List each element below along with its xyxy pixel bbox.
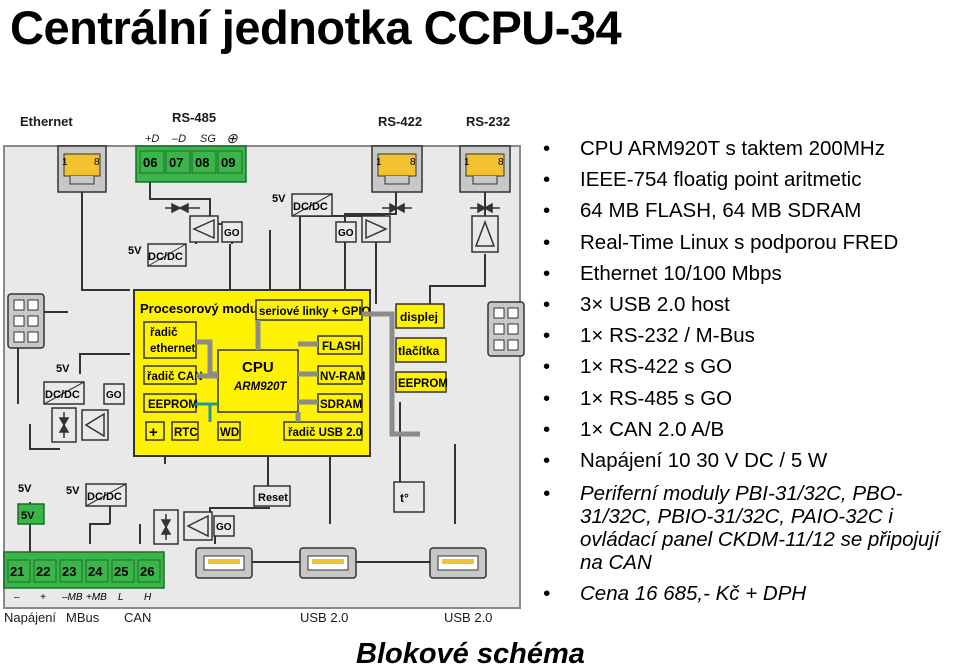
feature-item: 1× RS-485 s GO [540, 383, 960, 414]
v5-label-1: 5V [128, 245, 142, 257]
feature-item: IEEE-754 floatig point aritmetic [540, 164, 960, 195]
feature-item: 64 MB FLASH, 64 MB SDRAM [540, 195, 960, 226]
feature-item: Real-Time Linux s podporou FRED [540, 227, 960, 258]
periph-tlacitka: tlačítka [398, 344, 440, 358]
rs422-pin-8: 8 [410, 157, 416, 168]
rs422-jack-icon [371, 145, 423, 193]
feature-item: 1× RS-422 s GO [540, 351, 960, 382]
power-terminal-block [3, 551, 165, 589]
processor-module-title: Procesorový modul [140, 301, 261, 316]
module-wd: WD [220, 427, 239, 439]
module-eeprom: EEPROM [148, 399, 198, 411]
power-signal-l: L [118, 592, 124, 603]
jack-pin-1: 1 [62, 157, 68, 168]
feature-list: CPU ARM920T s taktem 200MHz IEEE-754 flo… [540, 133, 960, 610]
side-connector-icon [7, 293, 525, 357]
power-signal-minus-mb: –MB [61, 592, 83, 603]
ethernet-jack-icon [57, 145, 107, 193]
feature-item: 1× CAN 2.0 A/B [540, 414, 960, 445]
protection-diode-icon [58, 202, 500, 540]
power-terminal-23: 23 [62, 564, 76, 579]
driver-triangle-icon [81, 215, 499, 541]
feature-item: CPU ARM920T s taktem 200MHz [540, 133, 960, 164]
module-cpu: CPU [242, 359, 274, 376]
label-rs485: RS-485 [172, 110, 216, 125]
v5-label-2: 5V [272, 193, 286, 205]
module-can-ctrl: řadič CAN [147, 371, 203, 383]
page-title: Centrální jednotka CCPU-34 [10, 1, 622, 54]
module-eth-ctrl-line1: řadič [150, 327, 178, 339]
power-terminal-26: 26 [140, 564, 154, 579]
module-usb-ctrl: řadič USB 2.0 [288, 427, 362, 439]
module-cpu-model: ARM920T [233, 381, 287, 393]
ground-icon: ⊕ [226, 130, 238, 146]
rs485-terminal-08: 08 [195, 155, 209, 170]
power-terminal-22: 22 [36, 564, 50, 579]
module-flash: FLASH [322, 341, 360, 353]
rs485-terminal-09: 09 [221, 155, 235, 170]
go-label-2: GO [338, 228, 354, 239]
rs422-pin-1: 1 [376, 157, 382, 168]
dcdc-label-1: DC/DC [148, 251, 183, 263]
label-usb-2: USB 2.0 [444, 610, 492, 625]
go-label-3: GO [106, 390, 122, 401]
power-signal-plus-mb: +MB [86, 592, 107, 603]
label-can: CAN [124, 610, 151, 625]
label-napajeni: Napájení [4, 610, 56, 625]
label-rs422: RS-422 [378, 114, 422, 129]
module-sdram: SDRAM [320, 399, 362, 411]
signal-d-minus: –D [171, 133, 186, 145]
rs485-terminal-07: 07 [169, 155, 183, 170]
feature-item: 1× RS-232 / M-Bus [540, 320, 960, 351]
rs232-pin-8: 8 [498, 157, 504, 168]
thermometer-icon: t° [400, 491, 409, 505]
v5-output-terminal [17, 503, 45, 525]
go-label-4: GO [216, 522, 232, 533]
periph-displej: displej [400, 310, 438, 324]
feature-item-peripherals: Periferní moduly PBI-31/32C, PBO-31/32C,… [540, 482, 960, 574]
block-diagram: Ethernet RS-485 RS-422 RS-232 +D –D SG ⊕… [3, 110, 525, 625]
jack-pin-8: 8 [94, 157, 100, 168]
v5-label-4: 5V [66, 485, 80, 497]
module-serial: seriové linky + GPIO [259, 306, 371, 318]
label-rs232: RS-232 [466, 114, 510, 129]
label-mbus: MBus [66, 610, 100, 625]
usb-port-icon [195, 547, 487, 579]
dcdc-label-3: DC/DC [45, 389, 80, 401]
v5-output-label: 5V [21, 510, 35, 522]
reset-label: Reset [258, 492, 288, 504]
label-ethernet: Ethernet [20, 114, 73, 129]
power-terminal-25: 25 [114, 564, 128, 579]
power-terminal-24: 24 [88, 564, 103, 579]
label-usb-1: USB 2.0 [300, 610, 348, 625]
battery-icon: + [149, 424, 158, 441]
power-signal-h: H [144, 592, 152, 603]
module-nvram: NV-RAM [320, 371, 365, 383]
power-terminal-21: 21 [10, 564, 24, 579]
rs485-terminal-06: 06 [143, 155, 157, 170]
v5-label-5: 5V [18, 483, 32, 495]
feature-item-price: Cena 16 685,- Kč + DPH [540, 578, 960, 609]
module-rtc: RTC [174, 427, 198, 439]
feature-item: Napájení 10 30 V DC / 5 W [540, 445, 960, 476]
power-signal-minus: – [13, 592, 20, 603]
feature-item: 3× USB 2.0 host [540, 289, 960, 320]
signal-sg: SG [200, 133, 216, 145]
dcdc-label-4: DC/DC [87, 491, 122, 503]
diagram-caption: Blokové schéma [356, 638, 585, 670]
periph-eeprom: EEPROM [398, 378, 448, 390]
go-label-1: GO [224, 228, 240, 239]
feature-item: Ethernet 10/100 Mbps [540, 258, 960, 289]
dcdc-label-2: DC/DC [293, 201, 328, 213]
rs232-pin-1: 1 [464, 157, 470, 168]
rs232-jack-icon [459, 145, 511, 193]
signal-d-plus: +D [145, 133, 159, 145]
v5-label-3: 5V [56, 363, 70, 375]
module-eth-ctrl-line2: ethernet [150, 343, 196, 355]
power-signal-plus: + [40, 592, 46, 603]
